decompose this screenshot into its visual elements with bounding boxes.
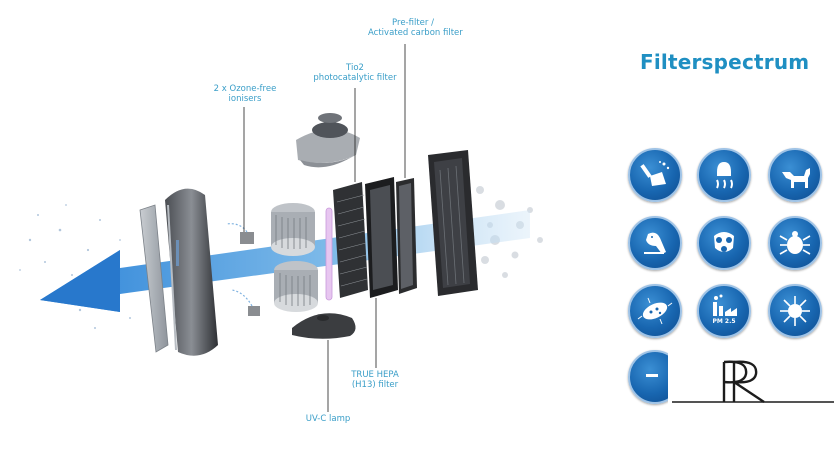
dust-brush-icon bbox=[628, 148, 682, 202]
tio2-label-line2: photocatalytic filter bbox=[313, 73, 397, 83]
pr-logo bbox=[668, 350, 840, 446]
hepa-filter bbox=[365, 177, 398, 298]
main-housing bbox=[165, 188, 218, 356]
tio2-label: Tio2 photocatalytic filter bbox=[310, 63, 400, 83]
ioniser-bottom bbox=[231, 289, 260, 316]
ionisers-label: 2 x Ozone-free ionisers bbox=[210, 84, 280, 104]
prefilter-label-line1: Pre-filter / bbox=[392, 18, 434, 28]
pr-logo-mark bbox=[672, 360, 834, 403]
hepa-label-line2: (H13) filter bbox=[351, 380, 399, 390]
odor-icon bbox=[697, 148, 751, 202]
factory-pm25-icon: PM 2.5 bbox=[697, 284, 751, 338]
bird-icon bbox=[628, 216, 682, 270]
pm25-text: PM 2.5 bbox=[712, 318, 736, 325]
tio2-filter bbox=[333, 182, 368, 298]
pet-icon bbox=[768, 148, 822, 202]
tio2-label-line1: Tio2 bbox=[346, 63, 364, 73]
ionisers-label-line2: ionisers bbox=[228, 94, 262, 104]
fan-bottom bbox=[274, 261, 318, 312]
ioniser-top bbox=[225, 223, 254, 244]
filterspectrum-title: Filterspectrum bbox=[640, 50, 810, 74]
lamp-base bbox=[292, 313, 356, 339]
prefilter-label: Pre-filter / Activated carbon filter bbox=[368, 18, 463, 38]
front-panel bbox=[139, 204, 169, 353]
uvc-lamp bbox=[325, 207, 333, 301]
top-cover bbox=[296, 113, 360, 168]
leader-lines bbox=[243, 44, 406, 412]
ionisers-label-line1: 2 x Ozone-free bbox=[213, 84, 277, 94]
carbon-prefilter bbox=[396, 178, 417, 294]
uvc-label-text: UV-C lamp bbox=[305, 414, 351, 424]
hepa-label-line1: TRUE HEPA bbox=[351, 370, 399, 380]
bacteria-icon bbox=[628, 284, 682, 338]
uvc-label: UV-C lamp bbox=[298, 414, 358, 424]
virus-icon bbox=[768, 284, 822, 338]
mite-icon bbox=[768, 216, 822, 270]
back-housing bbox=[428, 150, 478, 296]
gas-mask-icon bbox=[697, 216, 751, 270]
prefilter-label-line2: Activated carbon filter bbox=[368, 28, 463, 38]
fan-top bbox=[271, 203, 315, 256]
hepa-label: TRUE HEPA (H13) filter bbox=[340, 370, 410, 390]
